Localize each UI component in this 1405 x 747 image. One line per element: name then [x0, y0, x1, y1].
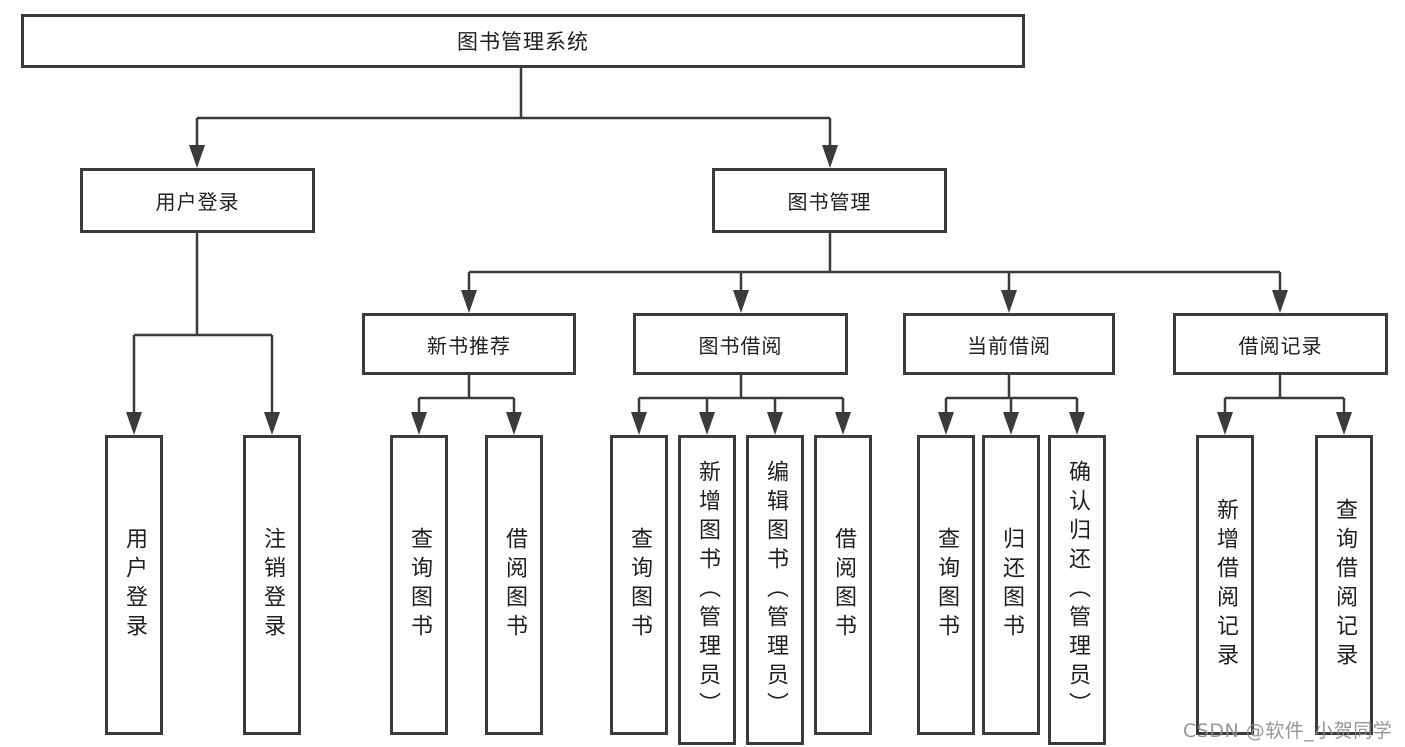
arrow-down-icon — [411, 412, 427, 435]
arrow-down-icon — [1003, 412, 1019, 435]
node-label: 查询图书 — [407, 527, 432, 643]
arrow-down-icon — [822, 145, 838, 168]
leaf-edit-books-admin: 编辑图书（管理员） — [746, 435, 804, 745]
arrow-down-icon — [835, 412, 851, 435]
arrow-down-icon — [189, 145, 205, 168]
leaf-query-books-borrow: 查询图书 — [610, 435, 668, 735]
arrow-down-icon — [1336, 412, 1352, 435]
node-label: 查询借阅记录 — [1332, 498, 1357, 672]
leaf-user-login: 用户登录 — [105, 435, 163, 735]
node-label: 注销登录 — [260, 527, 285, 643]
arrow-down-icon — [506, 412, 522, 435]
connector-lines — [132, 68, 1346, 413]
arrow-down-icon — [1217, 412, 1233, 435]
node-new-book-recommend: 新书推荐 — [362, 313, 576, 375]
connector-user-login-to-leaves — [132, 233, 274, 413]
node-label: 图书管理 — [787, 190, 872, 214]
node-label: 借阅图书 — [831, 527, 856, 643]
arrow-down-icon — [631, 412, 647, 435]
node-label: 用户登录 — [122, 527, 147, 643]
connector-root-to-level2 — [195, 68, 832, 146]
leaf-borrow-books-recommend: 借阅图书 — [485, 435, 543, 735]
connector-current-borrow-to-leaves — [944, 375, 1079, 413]
leaf-query-borrow-record: 查询借阅记录 — [1315, 435, 1373, 735]
node-label: 新书推荐 — [427, 333, 511, 358]
node-root-library-system: 图书管理系统 — [21, 14, 1025, 68]
leaf-add-borrow-record: 新增借阅记录 — [1196, 435, 1254, 735]
node-book-management: 图书管理 — [712, 168, 947, 233]
leaf-confirm-return-admin: 确认归还（管理员） — [1048, 435, 1106, 745]
node-label: 借阅记录 — [1238, 333, 1323, 358]
arrow-down-icon — [733, 290, 749, 313]
arrow-down-icon — [767, 412, 783, 435]
node-label: 确认归还（管理员） — [1065, 459, 1090, 721]
arrowhead-icons — [126, 145, 1352, 435]
node-label: 借阅图书 — [502, 527, 527, 643]
connector-book-borrow-to-leaves — [637, 375, 845, 413]
leaf-query-books-recommend: 查询图书 — [390, 435, 448, 735]
node-label: 查询图书 — [934, 527, 959, 643]
arrow-down-icon — [1272, 290, 1288, 313]
arrow-down-icon — [699, 412, 715, 435]
node-label: 归还图书 — [999, 527, 1024, 643]
node-label: 新增图书（管理员） — [695, 459, 720, 721]
node-user-login: 用户登录 — [80, 168, 315, 233]
leaf-query-books-current: 查询图书 — [917, 435, 975, 735]
node-label: 图书借阅 — [698, 333, 783, 358]
node-label: 编辑图书（管理员） — [763, 459, 788, 721]
connector-new-book-to-leaves — [417, 375, 516, 413]
arrow-down-icon — [264, 412, 280, 435]
arrow-down-icon — [938, 412, 954, 435]
leaf-logout: 注销登录 — [243, 435, 301, 735]
node-borrow-records: 借阅记录 — [1173, 313, 1388, 375]
node-book-borrow: 图书借阅 — [633, 313, 848, 375]
arrow-down-icon — [1001, 290, 1017, 313]
node-label: 用户登录 — [155, 190, 240, 214]
node-label: 查询图书 — [627, 527, 652, 643]
leaf-add-books-admin: 新增图书（管理员） — [678, 435, 736, 745]
node-label: 新增借阅记录 — [1213, 498, 1238, 672]
arrow-down-icon — [461, 290, 477, 313]
arrow-down-icon — [1069, 412, 1085, 435]
node-label: 图书管理系统 — [457, 30, 589, 54]
leaf-return-books: 归还图书 — [982, 435, 1040, 735]
connector-borrow-records-to-leaves — [1223, 375, 1346, 413]
node-label: 当前借阅 — [967, 333, 1051, 358]
arrow-down-icon — [126, 412, 142, 435]
node-current-borrow: 当前借阅 — [903, 313, 1115, 375]
csdn-watermark: CSDN @软件_小贺同学 — [1183, 720, 1393, 742]
leaf-borrow-books: 借阅图书 — [814, 435, 872, 735]
connector-book-mgmt-to-level3 — [467, 233, 1282, 291]
